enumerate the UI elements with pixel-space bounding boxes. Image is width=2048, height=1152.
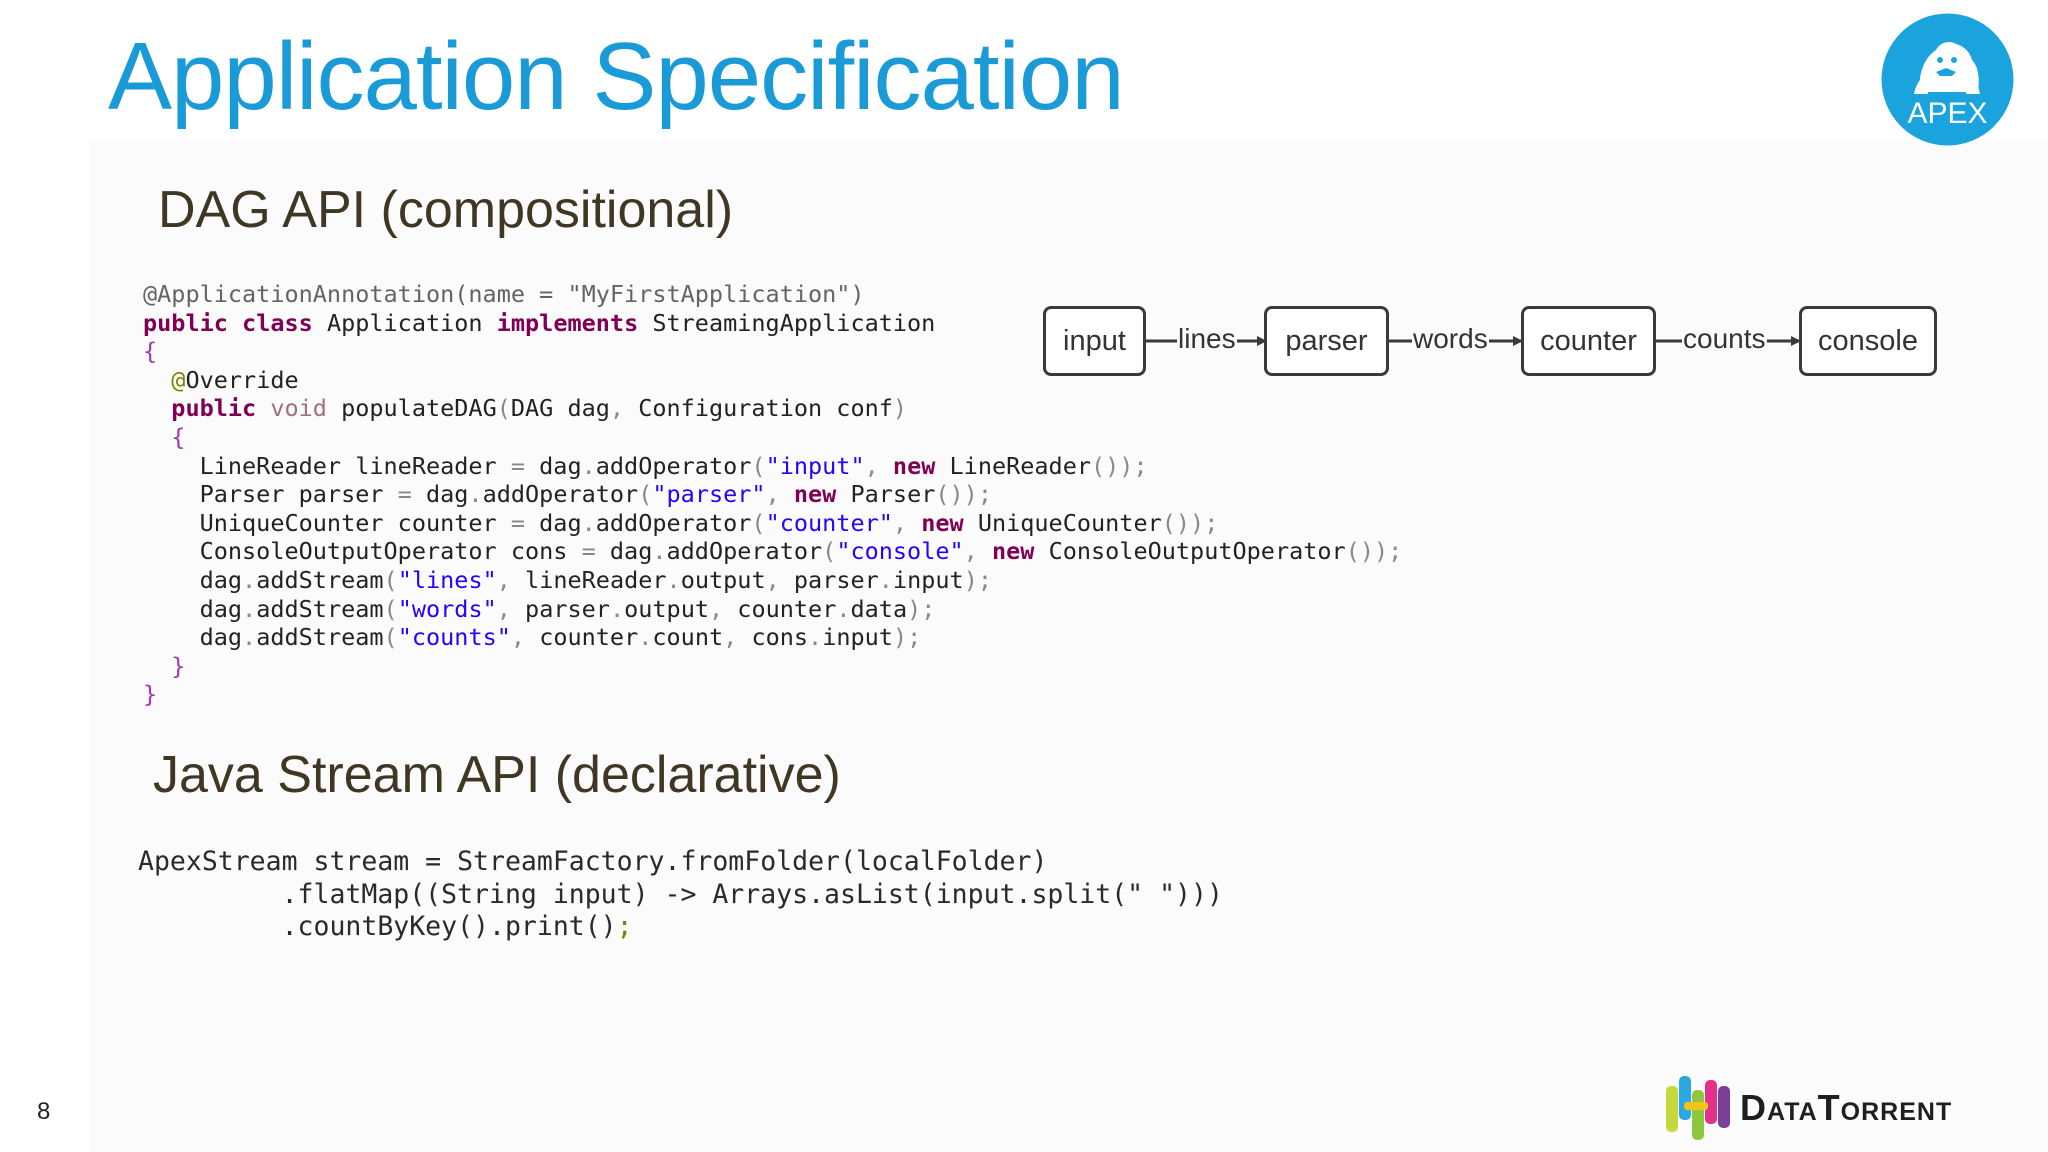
code-line: Parser parser = dag.addOperator("parser"… [143, 480, 992, 509]
code-line: .flatMap((String input) -> Arrays.asList… [138, 878, 1223, 910]
code-line: .countByKey().print(); [138, 911, 633, 942]
code-line: LineReader lineReader = dag.addOperator(… [143, 451, 1148, 480]
code-line: dag.addStream("words", parser.output, co… [143, 594, 936, 623]
dag-edge-lines: lines [1177, 323, 1237, 354]
gorilla-icon [1914, 42, 1980, 94]
dag-node-counter: counter [1521, 306, 1656, 376]
code-line: public class Application implements Stre… [143, 308, 936, 337]
datatorrent-logo-text: DataTorrent [1740, 1087, 1953, 1128]
page-number: 8 [37, 1098, 51, 1125]
datatorrent-logo-mark [1666, 1076, 1730, 1140]
datatorrent-logo [1666, 1076, 1730, 1140]
apex-logo: APEX [1881, 13, 2014, 146]
code-line: } [171, 651, 186, 680]
dag-edge-words: words [1412, 323, 1489, 354]
code-line: dag.addStream("lines", lineReader.output… [143, 565, 992, 594]
stream-code-block: ApexStream stream = StreamFactory.fromFo… [138, 846, 1223, 944]
dag-edge-counts: counts [1682, 323, 1767, 354]
code-line: dag.addStream("counts", counter.count, c… [143, 623, 922, 652]
code-line: { [171, 422, 186, 451]
slide-title: Application Specification [108, 23, 1125, 130]
dag-code-block: @ApplicationAnnotation(name = "MyFirstAp… [143, 280, 1402, 709]
dag-node-console: console [1799, 306, 1937, 376]
code-line: @ApplicationAnnotation(name = "MyFirstAp… [143, 280, 865, 308]
code-line: ApexStream stream = StreamFactory.fromFo… [138, 846, 1048, 877]
dag-node-input: input [1043, 306, 1146, 376]
dag-api-heading: DAG API (compositional) [158, 181, 734, 239]
code-line: public void populateDAG(DAG dag, Configu… [171, 394, 908, 423]
dag-node-parser: parser [1264, 306, 1389, 376]
code-line: UniqueCounter counter = dag.addOperator(… [143, 508, 1219, 537]
stream-api-heading: Java Stream API (declarative) [153, 746, 841, 804]
code-line: { [143, 337, 158, 366]
code-line: ConsoleOutputOperator cons = dag.addOper… [143, 537, 1403, 566]
dag-diagram: input lines parser words counter counts … [1040, 300, 1940, 390]
code-line: @Override [171, 365, 299, 394]
apex-logo-text: APEX [1907, 97, 1987, 130]
code-line: } [143, 680, 158, 709]
